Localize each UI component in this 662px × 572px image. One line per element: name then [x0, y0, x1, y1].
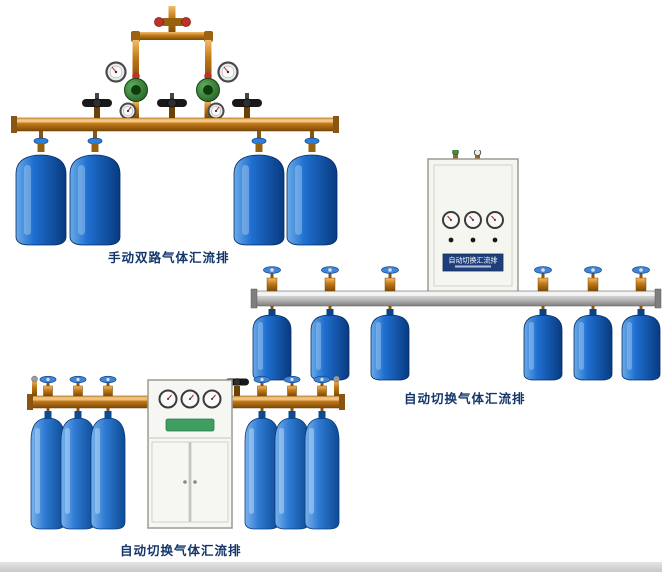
product-caption: 自动切换气体汇流排: [404, 392, 526, 406]
gas-cylinder: [370, 308, 410, 381]
pressure-gauge: [119, 102, 137, 120]
cylinder-valve: [87, 130, 103, 153]
gas-cylinder: [573, 308, 613, 381]
purge-valve-knob: [181, 17, 191, 27]
control-cabinet: [147, 379, 233, 529]
gas-cylinder: [69, 154, 121, 246]
gas-cylinder: [621, 308, 661, 381]
indicator-dot: [448, 237, 454, 243]
cylinder-valve: [304, 130, 320, 153]
auto-switch-floor-illustration: [27, 375, 345, 530]
manifold-valve: [313, 375, 331, 397]
gas-cylinder: [252, 308, 292, 381]
shutoff-valve-handwheel: [231, 92, 263, 119]
pressure-gauge: [217, 61, 239, 83]
indicator-dot: [470, 237, 476, 243]
pressure-gauge: [105, 61, 127, 83]
cabinet-plate-text: 自动切换汇流排: [449, 256, 498, 265]
manifold-valve: [39, 375, 57, 397]
cylinder-valve: [251, 130, 267, 153]
manifold-valve: [584, 266, 602, 292]
manifold-valve: [283, 375, 301, 397]
pressure-gauge: [202, 389, 222, 409]
manifold-valve: [253, 375, 271, 397]
pressure-gauge: [442, 211, 460, 229]
gas-cylinder: [15, 154, 67, 246]
door-handle: [183, 480, 187, 484]
pressure-regulator-left: [105, 61, 148, 120]
product-figure-auto-switch-floor: 自动切换气体汇流排: [20, 372, 360, 562]
purge-valve-knob: [154, 17, 164, 27]
pressure-regulator-right: [196, 61, 239, 120]
product-figure-manual-dual-manifold: 手动双路气体汇流排: [8, 6, 352, 268]
pressure-gauge: [158, 389, 178, 409]
cabinet-green-plate: [165, 418, 215, 432]
inlet-valve-knob: [452, 150, 459, 156]
shutoff-valve-handwheel: [81, 92, 113, 119]
product-figure-auto-switch-wall: 自动切换汇流排: [250, 150, 662, 412]
pressure-gauge: [486, 211, 504, 229]
gas-cylinder: [30, 410, 66, 530]
top-supply-pipes: [131, 6, 213, 81]
gas-cylinder: [523, 308, 563, 381]
gas-cylinder: [60, 410, 96, 530]
pressure-gauge: [207, 102, 225, 120]
shutoff-valve-handwheel: [156, 92, 188, 119]
cabinet-door-right: [190, 441, 229, 523]
manifold-pipe: [11, 116, 339, 133]
control-cabinet: 自动切换汇流排: [427, 150, 519, 293]
product-caption: 自动切换气体汇流排: [120, 544, 242, 558]
gas-cylinder: [304, 410, 340, 530]
door-handle: [193, 480, 197, 484]
gas-cylinder: [310, 308, 350, 381]
pressure-gauge: [180, 389, 200, 409]
product-caption: 手动双路气体汇流排: [108, 251, 230, 265]
cabinet-door-left: [151, 441, 190, 523]
gas-cylinder: [244, 410, 280, 530]
manual-dual-manifold-illustration: [11, 6, 339, 246]
pressure-gauge: [464, 211, 482, 229]
inlet-gauge: [473, 150, 482, 157]
manifold-valve: [69, 375, 87, 397]
manifold-valve: [632, 266, 650, 292]
manifold-pipe: [250, 288, 662, 309]
manifold-valve: [321, 266, 339, 292]
manifold-valve: [263, 266, 281, 292]
gas-cylinder: [90, 410, 126, 530]
gas-cylinder: [274, 410, 310, 530]
manifold-valve: [99, 375, 117, 397]
auto-switch-wall-illustration: 自动切换汇流排: [250, 150, 662, 381]
indicator-dot: [492, 237, 498, 243]
footer-strip: [0, 562, 662, 572]
manifold-valve: [534, 266, 552, 292]
cylinder-valve: [33, 130, 49, 153]
manifold-valve: [381, 266, 399, 292]
